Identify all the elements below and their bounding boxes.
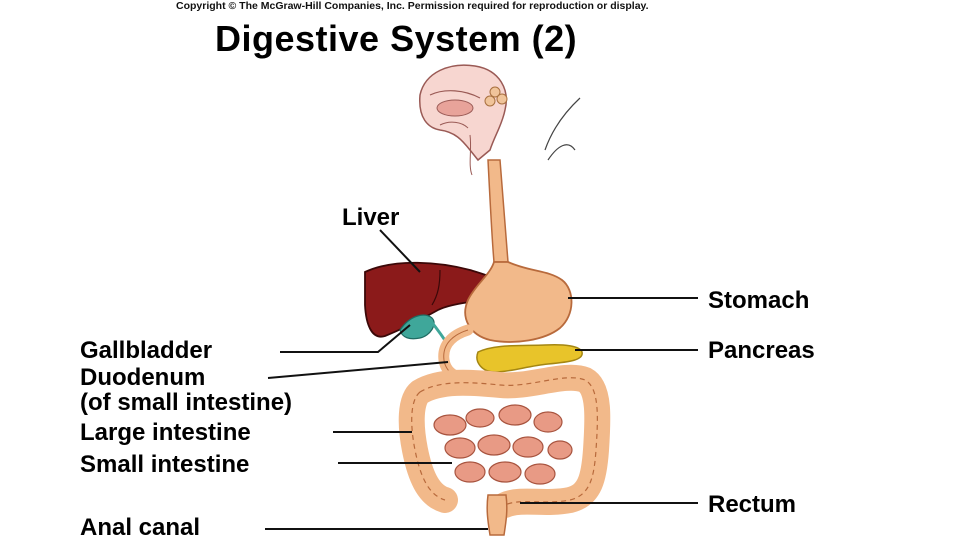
label-liver: Liver (342, 204, 400, 231)
label-large-intestine: Large intestine (80, 419, 251, 446)
label-stomach: Stomach (708, 287, 810, 314)
stomach-shape (464, 261, 573, 343)
head-mouth-illustration (419, 64, 581, 176)
slide-title: Digestive System (2) (215, 18, 578, 59)
rectum-shape (486, 494, 508, 536)
label-anal-canal: Anal canal (80, 514, 201, 540)
label-pancreas: Pancreas (708, 337, 815, 364)
small-intestine-coils (433, 404, 573, 485)
label-duodenum-subtitle: (of small intestine) (80, 389, 293, 416)
copyright-notice: Copyright © The McGraw-Hill Companies, I… (176, 0, 649, 12)
label-small-intestine: Small intestine (80, 451, 250, 478)
leader-lines (265, 229, 698, 530)
gallbladder-shape (399, 314, 435, 340)
label-duodenum: Duodenum (80, 364, 206, 391)
label-rectum: Rectum (708, 491, 797, 518)
label-gallbladder: Gallbladder (80, 337, 213, 364)
esophagus-shape (487, 159, 509, 263)
